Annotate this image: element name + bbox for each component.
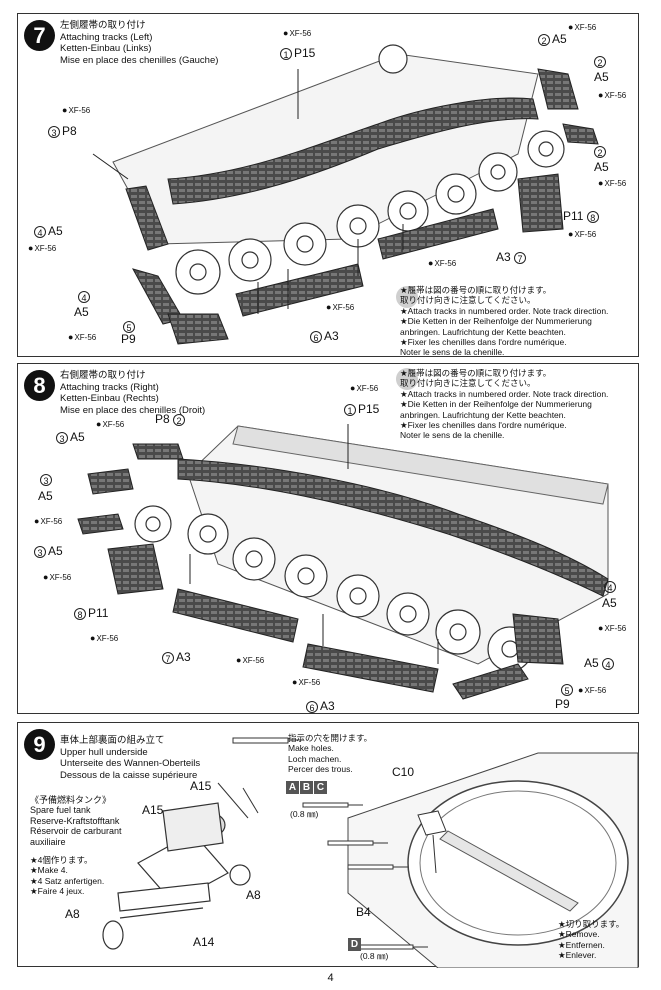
- part-label-p9: P9: [121, 332, 136, 346]
- part-label-a5: A5: [594, 160, 609, 174]
- part-label-p9: 5: [123, 319, 137, 333]
- paint-code: XF-56: [62, 105, 90, 115]
- paint-code: XF-56: [428, 258, 456, 268]
- part-label-a14: A14: [193, 935, 215, 949]
- paint-code: XF-56: [578, 685, 606, 695]
- part-label-a15: A15: [142, 803, 164, 817]
- make-four-note: ★4個作ります。 ★Make 4. ★4 Satz anfertigen. ★F…: [30, 855, 105, 897]
- paint-code: XF-56: [292, 677, 320, 687]
- part-label-a5: 4: [604, 579, 618, 593]
- step-number-badge: 7: [24, 20, 55, 51]
- part-label-a5: A5: [74, 305, 89, 319]
- part-label-a5: A5: [38, 489, 53, 503]
- note-marker-icon: [396, 286, 418, 308]
- page-number: 4: [327, 972, 334, 984]
- title-fr: Mise en place des chenilles (Gauche): [60, 54, 219, 66]
- title-en: Attaching tracks (Left): [60, 31, 153, 43]
- title-ja: 左側履帯の取り付け: [60, 20, 146, 31]
- part-label-p11: P11 8: [563, 209, 601, 223]
- step-7-panel: 7 左側履帯の取り付け Attaching tracks (Left) Kett…: [17, 13, 639, 357]
- part-label-b4: B4: [356, 905, 371, 919]
- paint-code: XF-56: [236, 655, 264, 665]
- paint-code: XF-56: [326, 302, 354, 312]
- part-label-p9: 5: [561, 682, 575, 696]
- step-title: 車体上部裏面の組み立て Upper hull underside Unterse…: [60, 735, 201, 781]
- paint-code: XF-56: [598, 90, 626, 100]
- paint-code: XF-56: [90, 633, 118, 643]
- part-label-a3: A3 7: [496, 250, 528, 264]
- paint-code: XF-56: [598, 623, 626, 633]
- step-number-badge: 9: [24, 729, 55, 760]
- paint-code: XF-56: [68, 332, 96, 342]
- right-track-assembly-illustration: [77, 424, 609, 700]
- paint-code: XF-56: [350, 383, 378, 393]
- fuel-tank-title: 《予備燃料タンク》 Spare fuel tank Reserve-Krafts…: [30, 795, 122, 847]
- paint-code: XF-56: [96, 419, 124, 429]
- note-marker-icon: [396, 368, 418, 390]
- step-title: 右側履帯の取り付け Attaching tracks (Right) Kette…: [60, 370, 206, 416]
- paint-code: XF-56: [598, 178, 626, 188]
- title-de: Ketten-Einbau (Links): [60, 43, 152, 54]
- paint-code: XF-56: [568, 229, 596, 239]
- part-label-a5: 2: [594, 54, 608, 68]
- drill-size: (0.8 ㎜): [360, 951, 389, 961]
- part-label-a5: A5 4: [584, 656, 616, 670]
- make-holes-note: 指示の穴を開けます。 Make holes. Loch machen. Perc…: [288, 733, 373, 775]
- step-number-badge: 8: [24, 370, 55, 401]
- assembly-note: ★履帯は図の番号の順に取り付けます。 取り付け向きに注意してください。 ★Att…: [400, 285, 609, 358]
- part-label-a8: A8: [65, 907, 80, 921]
- part-label-a5: 4: [78, 289, 92, 303]
- part-label-a15: A15: [190, 779, 212, 793]
- part-label-a8: A8: [246, 888, 261, 902]
- part-label-c10: C10: [392, 765, 415, 779]
- paint-code: XF-56: [568, 22, 596, 32]
- paint-code: XF-56: [34, 516, 62, 526]
- paint-code: XF-56: [283, 28, 311, 38]
- part-label-a5: A5: [594, 70, 609, 84]
- part-label-a5: 3: [40, 472, 54, 486]
- assembly-note: ★履帯は図の番号の順に取り付けます。 取り付け向きに注意してください。 ★Att…: [400, 368, 609, 441]
- paint-code: XF-56: [28, 243, 56, 253]
- paint-code: XF-56: [43, 572, 71, 582]
- step-8-panel: 8 右側履帯の取り付け Attaching tracks (Right) Ket…: [17, 363, 639, 714]
- part-label-a5: A5: [602, 596, 617, 610]
- step-9-panel: 9 車体上部裏面の組み立て Upper hull underside Unter…: [17, 722, 639, 968]
- step-title: 左側履帯の取り付け Attaching tracks (Left) Ketten…: [60, 20, 218, 66]
- left-track-assembly-illustration: [92, 44, 599, 345]
- remove-note: ★切り取ります。 ★Remove. ★Entfernen. ★Enlever.: [558, 919, 625, 961]
- hole-letter-d: D: [348, 938, 362, 951]
- upper-hull-underside-illustration: [102, 737, 639, 968]
- part-label-p8: P8 2: [155, 412, 187, 426]
- part-label-p9: P9: [555, 697, 570, 711]
- part-label-a5: 2: [594, 144, 608, 158]
- drill-size: (0.8 ㎜): [290, 809, 319, 819]
